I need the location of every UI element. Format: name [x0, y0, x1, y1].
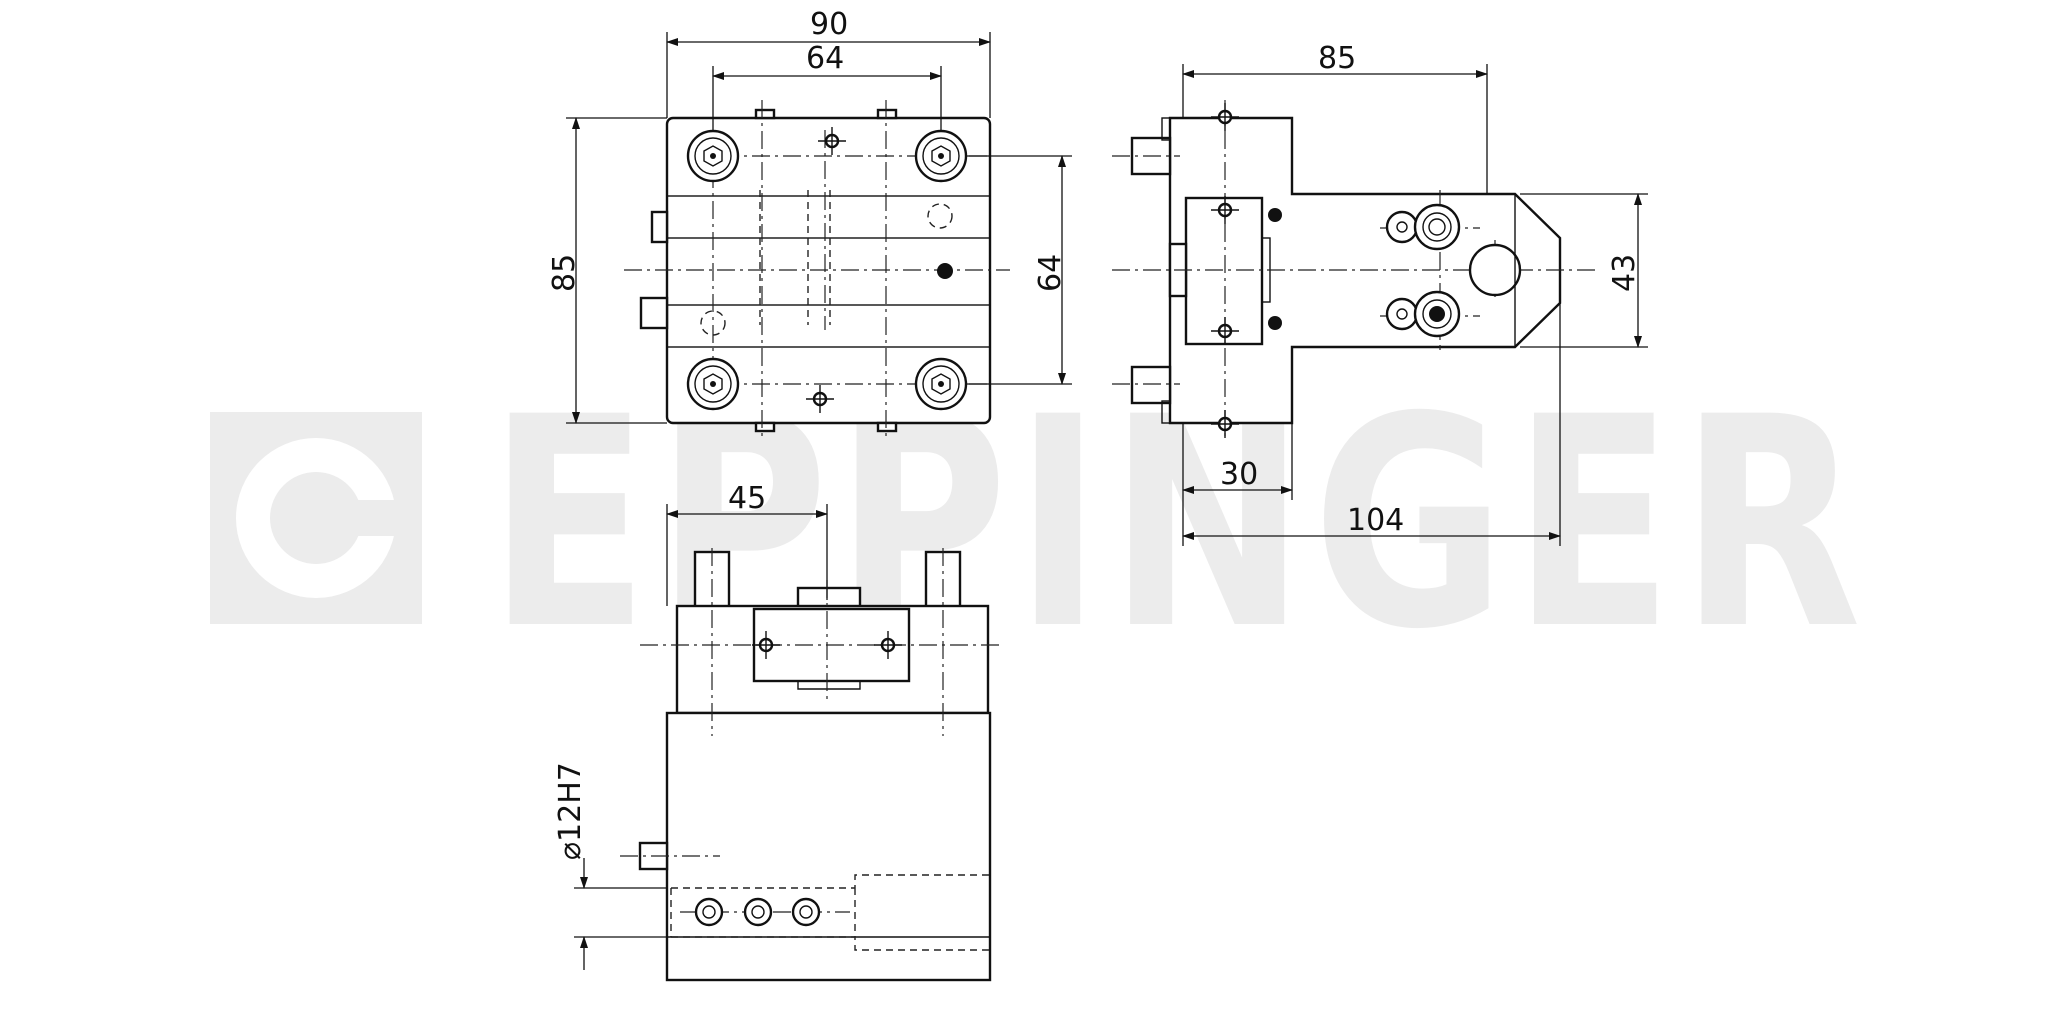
front-left-stud-upper — [650, 210, 669, 244]
bottom-port-row — [694, 897, 821, 927]
side-stud-lower — [1130, 365, 1172, 405]
side-step-upper — [1161, 117, 1171, 141]
front-nub-bottom-right — [876, 421, 898, 433]
front-hidden-hole-lower — [700, 310, 726, 336]
bottom-view — [620, 548, 1000, 982]
front-bolt-top-left — [686, 129, 740, 183]
bottom-lower-body — [665, 711, 992, 982]
front-left-stud-lower — [639, 296, 669, 330]
dim-bottom-offset: 45 — [728, 481, 766, 516]
side-dimensions: 85 43 30 104 — [1182, 41, 1648, 546]
watermark-logo-bar — [316, 500, 406, 536]
side-dark-plug-top — [1268, 208, 1282, 222]
side-fitting-bottom — [1385, 290, 1461, 338]
front-dimensions: 90 64 85 64 — [547, 7, 1072, 424]
dim-front-height: 85 — [547, 254, 582, 292]
side-fitting-top — [1385, 203, 1461, 251]
side-step-lower — [1161, 400, 1171, 424]
bottom-dimensions: 45 ⌀12H7 — [553, 481, 828, 970]
front-view — [624, 100, 1010, 440]
front-bolt-top-right — [914, 129, 968, 183]
dim-bottom-bore: ⌀12H7 — [553, 762, 588, 860]
side-dark-plug-bottom — [1268, 316, 1282, 330]
dim-side-flange: 30 — [1220, 457, 1258, 492]
dim-side-total: 104 — [1347, 503, 1404, 538]
dim-front-width-inner: 64 — [806, 41, 844, 76]
eppinger-watermark: EPPINGER — [210, 356, 1860, 693]
front-hidden-hole-upper — [927, 203, 953, 229]
front-bolt-bottom-right — [914, 357, 968, 411]
front-nub-top-right — [876, 108, 898, 120]
front-dark-plug — [937, 263, 953, 279]
side-bore — [1468, 243, 1522, 297]
dim-side-height: 43 — [1607, 254, 1642, 292]
front-nub-top-left — [754, 108, 776, 120]
front-nub-bottom-left — [754, 421, 776, 433]
dim-front-hole-spacing: 64 — [1033, 254, 1068, 292]
front-bolt-bottom-left — [686, 357, 740, 411]
dim-front-width-outer: 90 — [810, 7, 848, 42]
side-clamp-plate — [1184, 196, 1264, 346]
dim-side-length: 85 — [1318, 41, 1356, 76]
